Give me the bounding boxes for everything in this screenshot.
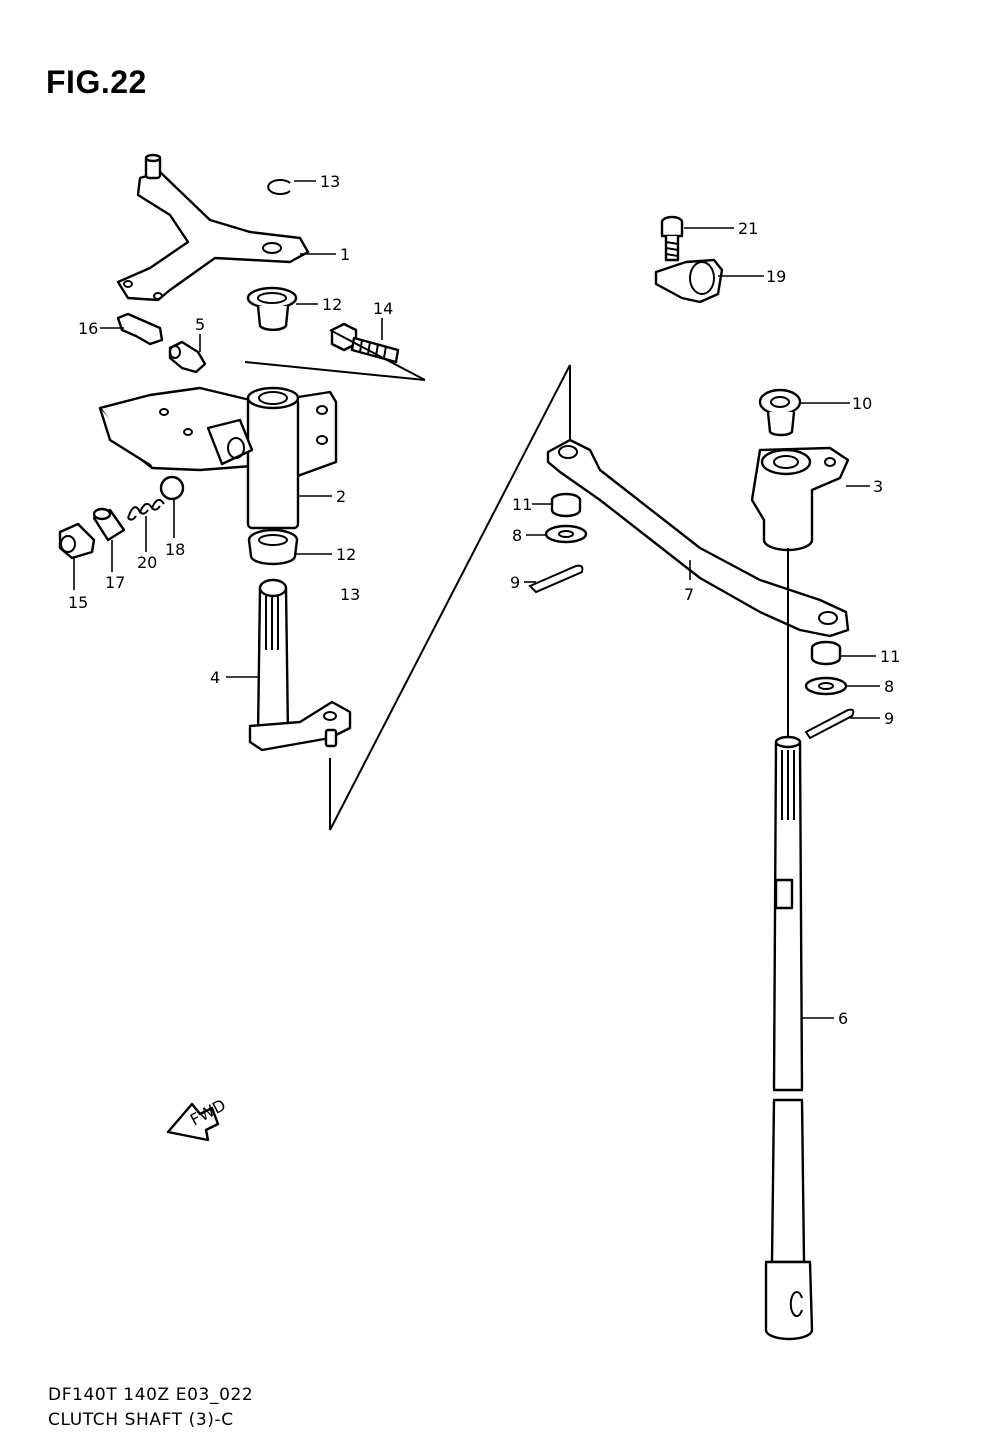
- projection-lines: [244, 329, 571, 831]
- callout-16: 16: [78, 319, 98, 338]
- part-10-plug: [758, 388, 802, 437]
- figure-name: CLUTCH SHAFT (3)-C: [48, 1410, 234, 1430]
- callout-5: 5: [195, 315, 205, 334]
- part-11-lower-bush: [810, 640, 842, 666]
- callout-1: 1: [340, 245, 350, 264]
- part-18-ball: [159, 475, 185, 501]
- callout-12-top: 12: [322, 295, 342, 314]
- callout-7: 7: [684, 585, 694, 604]
- callout-21: 21: [738, 219, 758, 238]
- part-6-clutch-shaft: [764, 735, 814, 1341]
- part-11-upper-bush: [550, 492, 582, 518]
- callouts: 13 1 12 14 16 5 2 12 13 15 17 20 18: [68, 172, 900, 1028]
- callout-18: 18: [165, 540, 185, 559]
- callout-10: 10: [852, 394, 872, 413]
- callout-11-upper: 11: [512, 495, 532, 514]
- callout-9-upper: 9: [510, 573, 520, 592]
- callout-17: 17: [105, 573, 125, 592]
- part-20-spring: [127, 498, 165, 521]
- part-2-shift-bracket: [98, 386, 338, 530]
- callout-8-upper: 8: [512, 526, 522, 545]
- part-12-upper-bush: [246, 286, 298, 331]
- part-7-connecting-rod: [546, 438, 850, 638]
- part-4-shift-shaft: [248, 578, 352, 752]
- callout-6: 6: [838, 1009, 848, 1028]
- part-19-clamp: [654, 258, 724, 304]
- part-8-lower-washer: [804, 676, 848, 696]
- callout-13-top: 13: [320, 172, 340, 191]
- callout-15: 15: [68, 593, 88, 612]
- fwd-arrow-icon: FWD: [166, 1095, 229, 1142]
- callout-9-lower: 9: [884, 709, 894, 728]
- callout-4: 4: [210, 668, 220, 687]
- callout-12-lower: 12: [336, 545, 356, 564]
- part-1-shift-lever: [116, 153, 310, 302]
- part-3-lever-arm: [750, 446, 850, 552]
- callout-3: 3: [873, 477, 883, 496]
- part-9-upper-cotter-pin: [528, 564, 584, 594]
- part-17-sleeve: [92, 507, 126, 542]
- part-15-plug: [58, 522, 96, 560]
- part-16-clip: [116, 312, 164, 346]
- part-5-fitting: [168, 340, 207, 374]
- callout-11-lower: 11: [880, 647, 900, 666]
- callout-20: 20: [137, 553, 157, 572]
- callout-14: 14: [373, 299, 393, 318]
- part-8-upper-washer: [544, 524, 588, 544]
- part-14-bolt: [330, 322, 400, 364]
- part-21-bolt: [660, 215, 684, 262]
- part-13-e-clip: [267, 179, 291, 195]
- callout-8-lower: 8: [884, 677, 894, 696]
- part-9-lower-cotter-pin: [804, 708, 855, 740]
- callout-2: 2: [336, 487, 346, 506]
- part-12-lower-bush: [247, 528, 299, 566]
- callout-19: 19: [766, 267, 786, 286]
- figure-code: DF140T 140Z E03_022: [48, 1385, 254, 1405]
- callout-13-lower: 13: [340, 585, 360, 604]
- figure-title: FIG.22: [46, 64, 147, 100]
